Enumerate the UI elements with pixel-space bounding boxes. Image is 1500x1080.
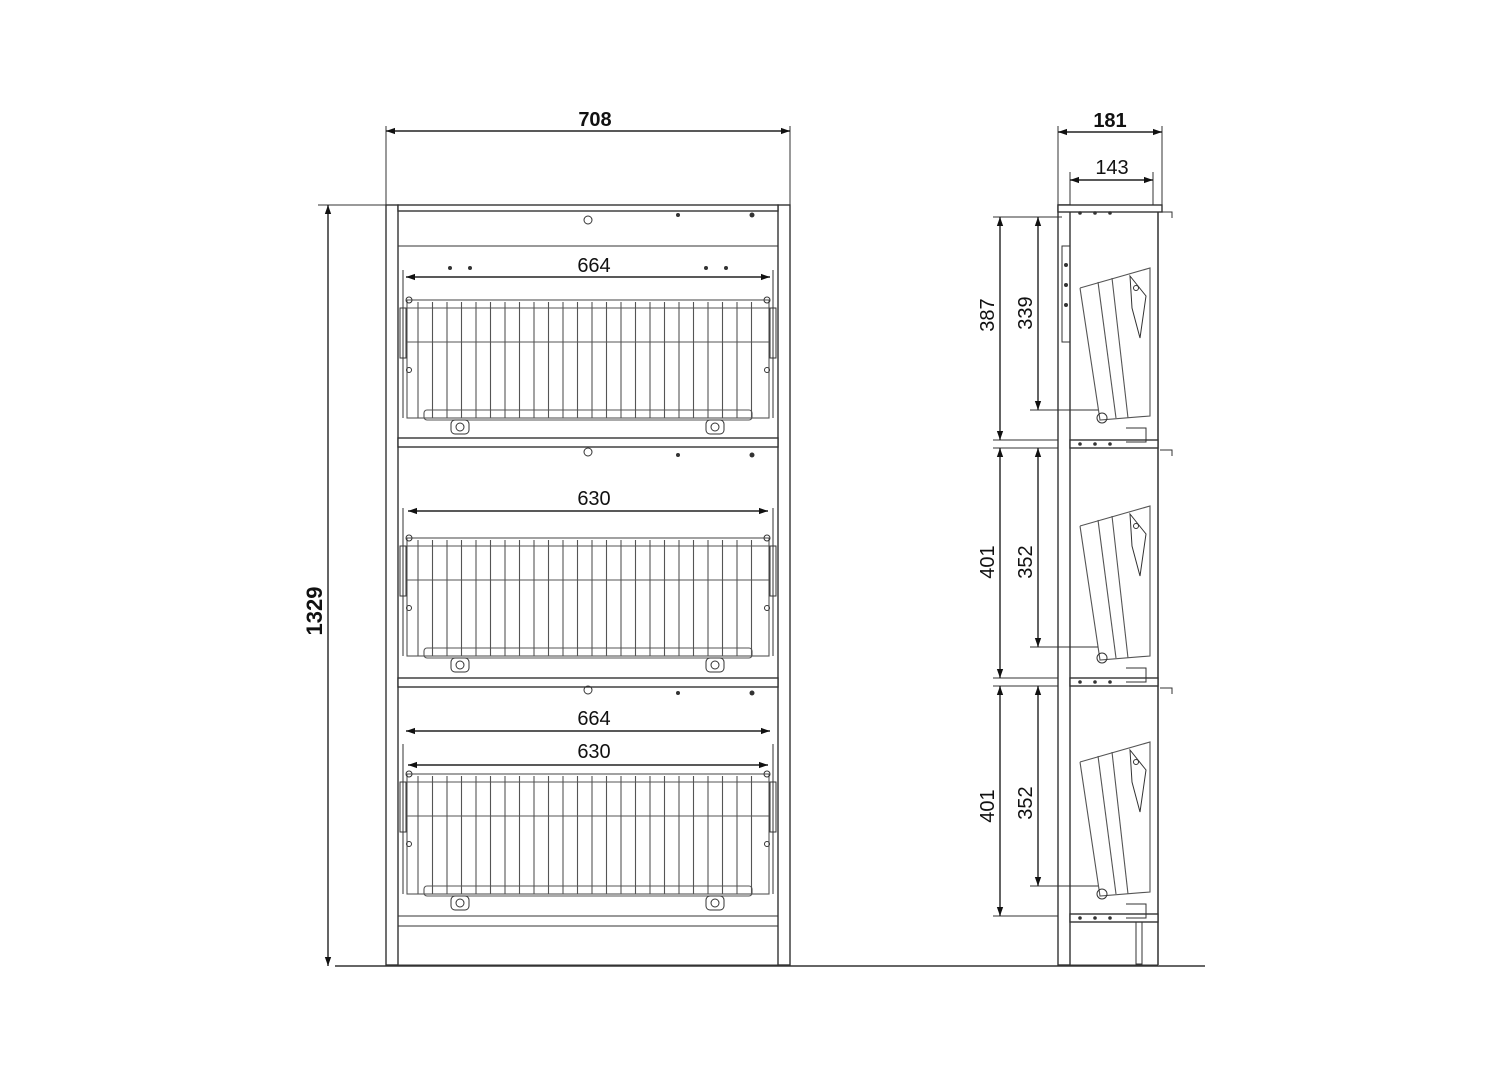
dim-label-overall-height: 1329 [302, 587, 327, 636]
dim-label-comp1-inner-height: 339 [1015, 296, 1037, 329]
dim-label-overall-depth: 181 [1093, 110, 1126, 132]
dim-label-comp3-outer-width: 664 [577, 708, 610, 730]
dim-label-inner-depth: 143 [1095, 157, 1128, 179]
front-basket-1 [399, 270, 777, 435]
side-top-panel [1057, 204, 1163, 213]
dim-label-comp2-inner-height: 352 [1015, 545, 1037, 578]
dim-label-comp3-outer-height: 401 [977, 789, 999, 822]
side-shelf-3 [1069, 913, 1159, 923]
cabinet-right-side [777, 204, 791, 966]
dim-label-comp1-outer-height: 387 [977, 298, 999, 331]
side-basket-2 [1079, 505, 1151, 683]
side-basket-3 [1079, 741, 1151, 919]
front-wire-baskets [399, 270, 777, 911]
side-shelf-1 [1069, 439, 1159, 449]
cabinet-left-side [385, 204, 399, 966]
front-basket-3 [399, 744, 777, 911]
dim-label-comp3-inner-width: 630 [577, 741, 610, 763]
front-view: 708 1329 664 630 664 630 [302, 109, 791, 966]
side-shelf-2 [1069, 677, 1159, 687]
side-wire-baskets [1079, 267, 1151, 919]
dim-label-comp1-width: 664 [577, 255, 610, 277]
dim-label-comp3-inner-height: 352 [1015, 786, 1037, 819]
front-shelf-2 [397, 677, 779, 688]
front-basket-2 [399, 508, 777, 673]
cabinet-top [397, 204, 779, 212]
front-shelf-1 [397, 437, 779, 448]
side-holes [1078, 211, 1112, 920]
mount-holes [448, 212, 755, 696]
dim-label-comp2-width: 630 [577, 488, 610, 510]
side-basket-1 [1079, 267, 1151, 443]
dim-label-comp2-outer-height: 401 [977, 545, 999, 578]
side-back-panel [1057, 204, 1071, 966]
dim-label-overall-width: 708 [578, 109, 611, 131]
side-view: 181 143 387 339 401 352 401 352 [977, 110, 1173, 966]
